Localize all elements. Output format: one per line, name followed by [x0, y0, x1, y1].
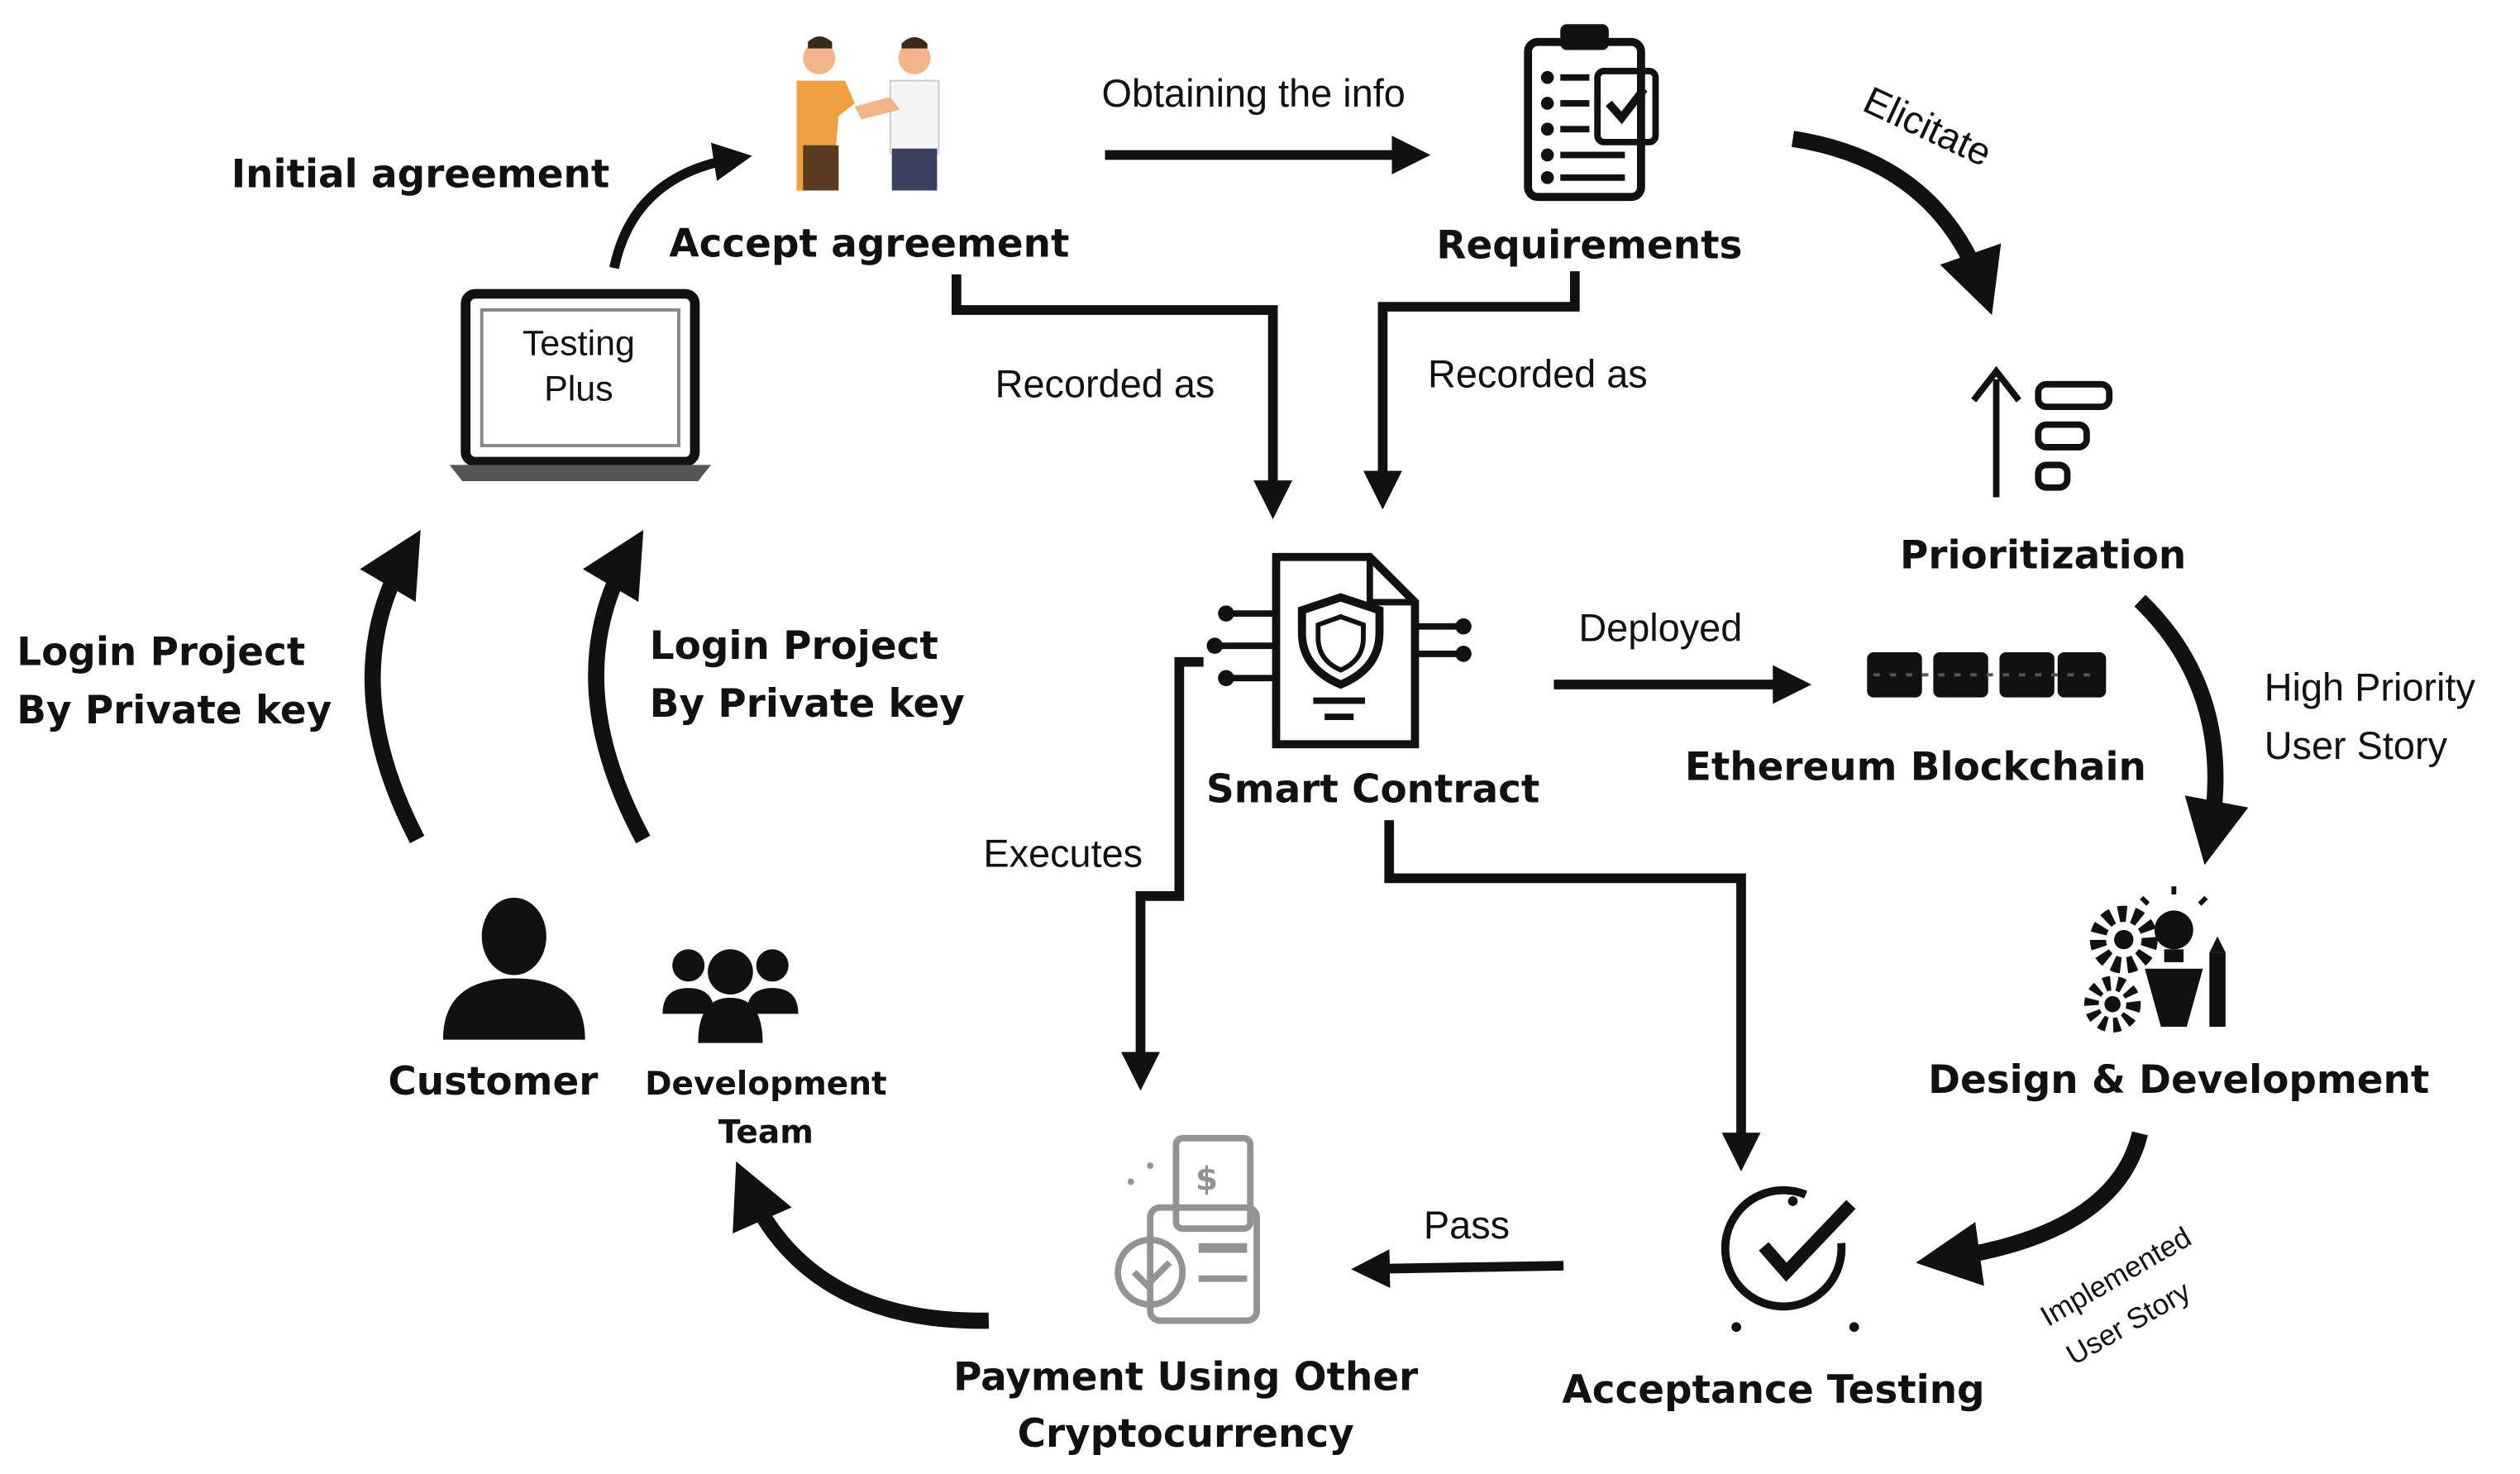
arrow-implemented: [1916, 1131, 2148, 1286]
smart-contract-label: Smart Contract: [1206, 768, 1539, 813]
design-development-label: Design & Development: [1928, 1058, 2429, 1103]
executes-label: Executes: [983, 832, 1143, 875]
login-left-line2: By Private key: [17, 689, 332, 733]
obtaining-info-label: Obtaining the info: [1102, 72, 1406, 115]
connector-arrows: [360, 131, 2249, 1329]
arrow-contract-to-testing: [1384, 820, 1761, 1172]
arrow-executes: [1121, 656, 1204, 1091]
svg-text:$: $: [1196, 1161, 1218, 1198]
dev-team-label-line1: Development: [645, 1066, 887, 1103]
high-priority-label-line2: User Story: [2265, 724, 2448, 767]
prioritization-label: Prioritization: [1900, 533, 2186, 578]
login-left-line1: Login Project: [17, 631, 305, 675]
handshake-icon: [796, 36, 940, 191]
arrow-elicitate: [1791, 131, 2002, 316]
blockchain-blocks-icon: [1867, 651, 2107, 698]
payment-label-line2: Cryptocurrency: [1018, 1412, 1354, 1457]
ethereum-blockchain-label: Ethereum Blockchain: [1685, 745, 2146, 789]
check-badge-icon: [1721, 1185, 1859, 1333]
login-right-line2: By Private key: [650, 682, 965, 727]
arrow-login-right: [582, 529, 651, 844]
arrow-requirements-to-contract: [1363, 271, 1580, 510]
arrow-pass: [1351, 1249, 1564, 1288]
arrow-accept-to-contract: [951, 274, 1293, 520]
payment-label-line1: Payment Using Other: [953, 1355, 1418, 1400]
laptop-screen-line2: Plus: [544, 369, 613, 408]
team-group-icon: [662, 949, 799, 1043]
recorded-as-right-label: Recorded as: [1428, 353, 1648, 396]
priority-list-icon: [1971, 365, 2113, 498]
smart-contract-shield-icon: [1206, 552, 1472, 749]
arrow-payment-to-team: [733, 1161, 990, 1329]
customer-label: Customer: [388, 1060, 598, 1104]
arrow-initial-agreement: [609, 142, 752, 270]
payment-receipt-icon: $: [1114, 1134, 1260, 1324]
arrow-login-left: [360, 529, 425, 844]
accept-agreement-label: Accept agreement: [669, 222, 1069, 267]
arrow-high-priority: [2134, 594, 2249, 866]
laptop-icon: Testing Plus: [449, 289, 712, 481]
checklist-clipboard-icon: [1524, 24, 1659, 202]
gears-lightbulb-icon: [2083, 886, 2226, 1033]
customer-person-icon: [442, 897, 585, 1040]
high-priority-label-line1: High Priority: [2265, 666, 2476, 709]
deployed-label: Deployed: [1578, 606, 1742, 649]
pass-label: Pass: [1424, 1204, 1510, 1247]
dev-team-label-line2: Team: [718, 1114, 814, 1152]
laptop-screen-line1: Testing: [523, 324, 635, 364]
initial-agreement-label: Initial agreement: [231, 153, 610, 198]
requirements-label: Requirements: [1436, 223, 1742, 268]
recorded-as-left-label: Recorded as: [995, 362, 1215, 405]
acceptance-testing-label: Acceptance Testing: [1562, 1368, 1984, 1413]
login-right-line1: Login Project: [650, 624, 938, 669]
